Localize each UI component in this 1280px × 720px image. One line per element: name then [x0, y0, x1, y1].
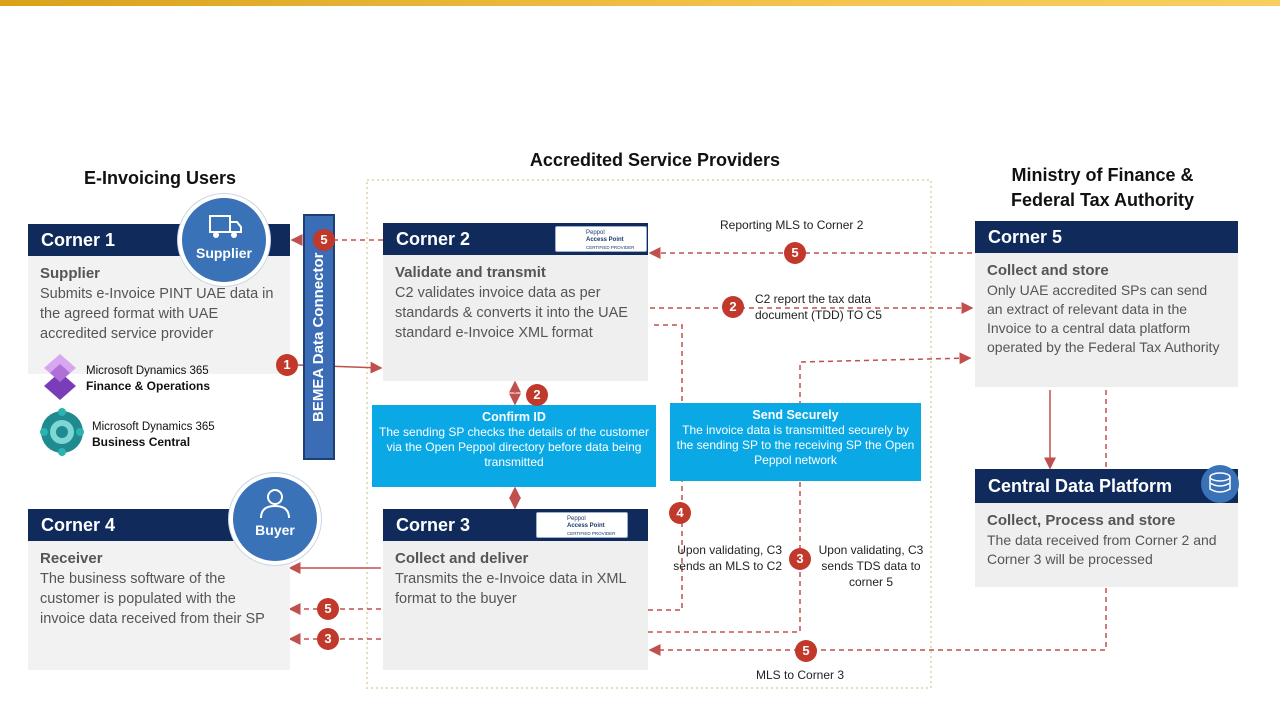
cdp-card: Central Data Platform Collect, Process a…	[975, 469, 1238, 587]
label-reporting-mls: Reporting MLS to Corner 2	[720, 218, 864, 232]
label-tds-3: corner 5	[848, 575, 894, 589]
confirm-id-text: The sending SP checks the details of the…	[379, 425, 649, 469]
peppol-c3-line1: Peppol	[567, 516, 586, 522]
badge-step-5-c1: 5	[313, 229, 335, 251]
supplier-label: Supplier	[195, 245, 252, 261]
confirm-id-title: Confirm ID	[482, 410, 546, 424]
badge-step-5-c3: 5	[795, 640, 817, 662]
confirm-id-box: Confirm ID The sending SP checks the det…	[372, 405, 656, 487]
dynamics-bc-icon	[40, 408, 84, 456]
peppol-c2-line1: Peppol	[586, 230, 605, 236]
badge-step-4: 4	[669, 502, 691, 524]
users-title: E-Invoicing Users	[83, 168, 237, 188]
badge-step-2-c5: 2	[722, 296, 744, 318]
dynamics-fo-line2: Finance & Operations	[86, 379, 211, 393]
peppol-c3-line2: Access Point	[567, 523, 605, 529]
corner3-text: Transmits the e-Invoice data in XML form…	[395, 571, 627, 607]
corner4-text: The business software of the customer is…	[40, 571, 265, 627]
label-c2-report-2: document (TDD) TO C5	[755, 308, 882, 322]
badge-step-2-confirm: 2	[526, 384, 548, 406]
corner3-subtitle: Collect and deliver	[395, 550, 529, 567]
ministry-title-line2: Federal Tax Authority	[1010, 190, 1195, 210]
badge-step-3-c4: 3	[317, 628, 339, 650]
corner3-body: Collect and deliver Transmits the e-Invo…	[383, 541, 648, 670]
supplier-circle: Supplier	[178, 194, 270, 286]
buyer-label: Buyer	[255, 522, 295, 538]
dynamics-bc-line1: Microsoft Dynamics 365	[92, 421, 215, 433]
label-mls-c3: MLS to Corner 3	[756, 668, 845, 682]
corner4-body: Receiver The business software of the cu…	[28, 541, 290, 670]
providers-title: Accredited Service Providers	[529, 150, 781, 170]
cdp-text: The data received from Corner 2 and Corn…	[987, 532, 1217, 567]
ministry-title-line1: Ministry of Finance &	[1011, 165, 1194, 185]
corner1-subtitle: Supplier	[40, 265, 101, 282]
send-securely-text: The invoice data is transmitted securely…	[676, 423, 915, 467]
arrow-c3-to-c5	[648, 352, 972, 633]
corner2-body: Validate and transmit C2 validates invoi…	[383, 255, 648, 381]
label-mls-c2-2: sends an MLS to C2	[673, 559, 782, 573]
corner5-body: Collect and store Only UAE accredited SP…	[975, 253, 1238, 387]
badge-step-5-c2: 5	[784, 242, 806, 264]
dynamics-bc-logo: Microsoft Dynamics 365 Business Central	[38, 408, 268, 458]
database-cloud-icon	[1201, 465, 1239, 503]
corner4-subtitle: Receiver	[40, 550, 103, 567]
corner5-card: Corner 5 Collect and store Only UAE accr…	[975, 221, 1238, 387]
dynamics-fo-line1: Microsoft Dynamics 365	[86, 365, 209, 377]
peppol-badge-c3: Peppol Access Point CERTIFIED PROVIDER	[536, 512, 628, 538]
dynamics-fo-icon	[44, 354, 76, 400]
badge-step-5-c4: 5	[317, 598, 339, 620]
cdp-subtitle: Collect, Process and store	[987, 512, 1176, 529]
corner2-text: C2 validates invoice data as per standar…	[395, 285, 628, 341]
delivery-truck-icon	[209, 215, 242, 238]
peppol-c3-line3: CERTIFIED PROVIDER	[567, 531, 616, 536]
peppol-c2-line2: Access Point	[586, 237, 624, 243]
top-accent-bar	[0, 0, 1280, 6]
buyer-person-icon	[260, 489, 290, 519]
dynamics-fo-logo: Microsoft Dynamics 365 Finance & Operati…	[40, 354, 270, 402]
label-tds-2: sends TDS data to	[821, 559, 921, 573]
send-securely-title: Send Securely	[752, 408, 839, 422]
providers-frame	[366, 179, 932, 689]
arrow-cdp-to-c3	[648, 588, 1107, 656]
peppol-c2-line3: CERTIFIED PROVIDER	[586, 245, 635, 250]
corner5-text: Only UAE accredited SPs can send an extr…	[987, 282, 1220, 355]
peppol-badge-c2: Peppol Access Point CERTIFIED PROVIDER	[555, 226, 647, 252]
corner2-subtitle: Validate and transmit	[395, 264, 546, 281]
label-tds-1: Upon validating, C3	[818, 543, 924, 557]
arrow-c3-to-c2	[648, 324, 683, 611]
buyer-circle: Buyer	[229, 473, 321, 565]
corner1-text: Submits e-Invoice PINT UAE data in the a…	[40, 286, 274, 342]
cdp-body: Collect, Process and store The data rece…	[975, 503, 1238, 587]
badge-step-1: 1	[276, 354, 298, 376]
badge-step-3-c5: 3	[789, 548, 811, 570]
dynamics-bc-line2: Business Central	[92, 435, 191, 449]
corner5-header: Corner 5	[975, 221, 1238, 253]
corner5-subtitle: Collect and store	[987, 262, 1109, 279]
send-securely-box: Send Securely The invoice data is transm…	[670, 403, 921, 481]
corner4-card: Corner 4 Receiver The business software …	[28, 509, 290, 670]
label-c2-report-1: C2 report the tax data	[755, 292, 872, 306]
bemea-data-connector: BEMEA Data Connector	[303, 214, 335, 460]
label-mls-c2-1: Upon validating, C3	[677, 543, 782, 557]
cdp-header: Central Data Platform	[975, 469, 1238, 503]
